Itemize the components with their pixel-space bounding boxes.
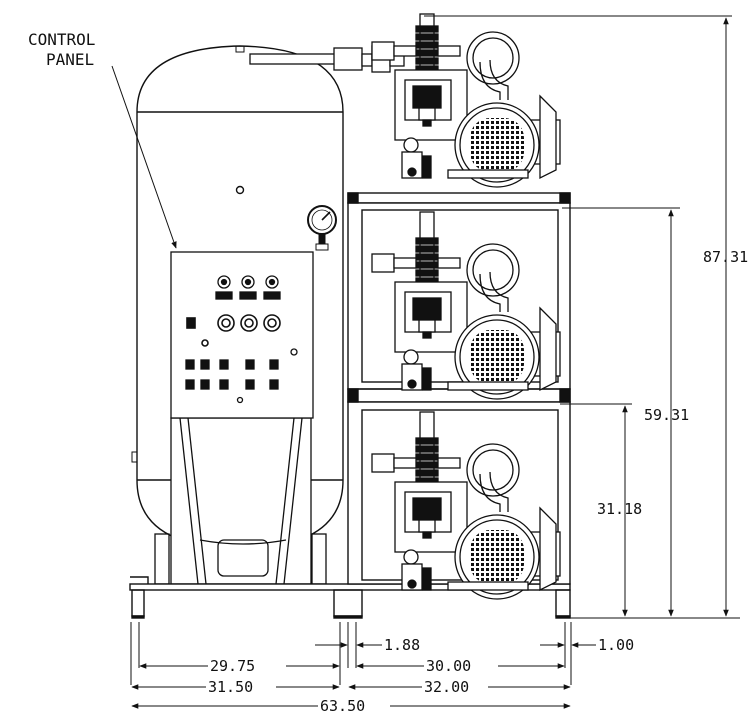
pump-units xyxy=(371,13,561,600)
dimension-labels: CONTROL PANEL 87.31 59.31 31.18 1.88 1.0… xyxy=(28,30,748,715)
pushbutton-rows xyxy=(185,359,279,390)
dim-31-50: 31.50 xyxy=(208,678,253,696)
dim-87-31: 87.31 xyxy=(703,248,748,266)
pump-unit-3 xyxy=(371,411,561,600)
selector-switches xyxy=(186,314,281,347)
dim-29-75: 29.75 xyxy=(210,657,255,675)
control-panel xyxy=(170,251,314,419)
dimension-lines xyxy=(111,15,740,709)
dim-1-00: 1.00 xyxy=(598,636,634,654)
pressure-gauge xyxy=(307,205,337,251)
panel-tag-lights xyxy=(215,275,281,300)
callout-line1: CONTROL xyxy=(28,30,95,49)
dim-32-00: 32.00 xyxy=(424,678,469,696)
dim-31-18: 31.18 xyxy=(597,500,642,518)
callout-line2: PANEL xyxy=(46,50,94,69)
dim-30-00: 30.00 xyxy=(426,657,471,675)
tank-stand xyxy=(154,417,327,585)
pump-unit-1 xyxy=(371,13,561,188)
dim-63-50: 63.50 xyxy=(320,697,365,715)
dim-1-88: 1.88 xyxy=(384,636,420,654)
dim-59-31: 59.31 xyxy=(644,406,689,424)
pump-unit-2 xyxy=(371,211,561,400)
